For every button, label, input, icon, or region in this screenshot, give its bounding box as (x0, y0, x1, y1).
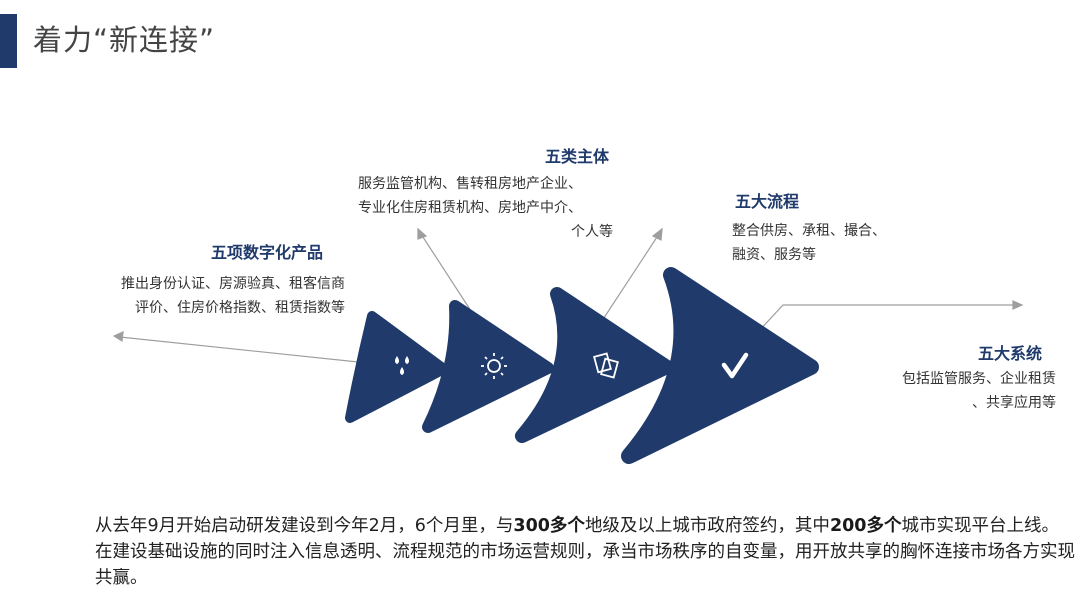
connector-arrowhead-4 (1012, 300, 1024, 310)
stage-4-line-1: 包括监管服务、企业租赁 (902, 371, 1056, 387)
summary-paragraph: 从去年9月开始启动研发建设到今年2月，6个月里，与300多个地级及以上城市政府签… (95, 513, 1075, 591)
connector-arrowhead-2 (417, 227, 428, 240)
chevron-stage-4 (621, 267, 819, 464)
stage-3-line-2: 融资、服务等 (732, 247, 816, 263)
stage-3-description: 整合供房、承租、撮合、 融资、服务等 (732, 219, 932, 267)
summary-highlight-2: 200多个 (829, 516, 902, 536)
connector-arrowhead-3 (651, 227, 663, 241)
chevron-stage-1 (345, 311, 449, 423)
stage-4-heading: 五大系统 (978, 344, 1043, 363)
stage-2-line-3: 个人等 (571, 224, 613, 240)
stage-2-line-1: 服务监管机构、售转租房地产企业、 (358, 176, 582, 192)
title-accent-bar (0, 14, 17, 68)
stage-3-heading: 五大流程 (735, 192, 800, 211)
sun-icon (481, 353, 507, 379)
stage-1-description: 推出身份认证、房源验真、租客信商 评价、住房价格指数、租赁指数等 (95, 272, 345, 320)
chevron-stage-3 (515, 287, 674, 443)
stage-2-line-2: 专业化住房租赁机构、房地产中介、 (358, 200, 582, 216)
summary-highlight-1: 300多个 (513, 516, 585, 536)
summary-text-2: 地级及以上城市政府签约，其中 (584, 516, 830, 536)
stage-1-line-1: 推出身份认证、房源验真、租客信商 (121, 276, 345, 292)
summary-text-1: 从去年9月开始启动研发建设到今年2月，6个月里，与 (95, 516, 514, 536)
checkmark-icon (721, 352, 749, 379)
connector-line-4 (756, 304, 1016, 334)
connector-line-3 (593, 233, 660, 334)
stage-2-heading: 五类主体 (545, 147, 610, 166)
connector-arrowhead-1 (112, 331, 124, 343)
stage-1-heading: 五项数字化产品 (211, 243, 324, 262)
connector-lines (112, 227, 1024, 365)
stage-1-line-2: 评价、住房价格指数、租赁指数等 (135, 300, 345, 316)
stage-2-description: 服务监管机构、售转租房地产企业、 专业化住房租赁机构、房地产中介、 个人等 (358, 172, 613, 244)
connector-line-1 (119, 336, 378, 365)
stage-4-line-2: 、共享应用等 (972, 395, 1056, 411)
stage-3-line-1: 整合供房、承租、撮合、 (732, 223, 886, 239)
page-title: 着力“新连接” (33, 23, 216, 57)
documents-icon (593, 352, 619, 379)
stage-4-description: 包括监管服务、企业租赁 、共享应用等 (876, 367, 1056, 415)
summary-text-3: 城市实现平台上线。在建设基础设施的同时注入信息透明、流程规范的市场运营规则，承当… (95, 516, 1075, 588)
water-drops-icon (395, 356, 409, 375)
